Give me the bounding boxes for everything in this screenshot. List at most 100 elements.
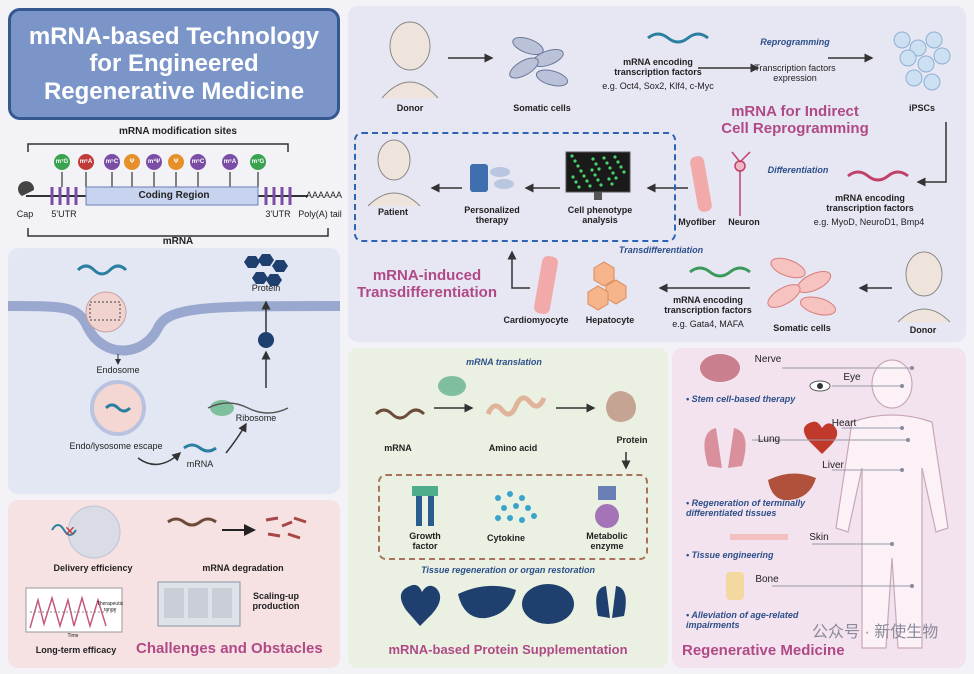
cell-dot (608, 166, 612, 170)
pills-icon (470, 164, 514, 192)
reprogramming-panel: Donor Somatic cells mRNA encoding transc… (348, 6, 966, 342)
tf-mrna-icon (647, 32, 709, 44)
title-line-2: for Engineered (89, 50, 259, 78)
brain-icon (700, 354, 740, 382)
liver-icon (768, 473, 816, 501)
watermark-text: 公众号 · 新使生物 (812, 624, 939, 641)
challenges-panel: ✕ Delivery efficiency mRNA degradation T… (8, 500, 340, 668)
endosome-label: Endosome (96, 365, 140, 375)
tissue-regeneration-label: Tissue regeneration or organ restoration (421, 565, 595, 575)
brain-icon (522, 584, 574, 624)
title-box: mRNA-based Technology for Engineered Reg… (8, 8, 340, 120)
tissue-engineering-bullet: Tissue engineering (686, 550, 836, 560)
cell-dot (602, 156, 606, 160)
reprogramming-label: Reprogramming (760, 37, 830, 47)
bone-icon (726, 572, 744, 600)
myofiber-icon (690, 156, 712, 212)
bone-label: Bone (755, 574, 779, 585)
time-axis-label: Time (67, 633, 79, 639)
polya-label: Poly(A) tail (298, 209, 342, 219)
protein-supplementation-diagram (374, 376, 636, 626)
protein-label: Protein (616, 435, 648, 445)
cap-label: Cap (16, 209, 34, 219)
differentiation-label: Differentiation (767, 165, 829, 175)
hepatocyte-label: Hepatocyte (585, 315, 635, 325)
cytokine-dot (519, 495, 525, 501)
mrna-label: mRNA (384, 443, 412, 453)
heart-icon (400, 584, 441, 626)
cytokine-dot (507, 491, 513, 497)
donor-icon (381, 21, 439, 99)
cell-dot (577, 185, 581, 189)
polya-sequence: AAAAAA (305, 190, 343, 200)
tf-encoding-label: mRNA encoding transcription factors (614, 57, 702, 77)
lung-label: Lung (757, 434, 781, 445)
skin-label: Skin (809, 532, 829, 543)
folded-protein-icon (258, 332, 274, 348)
tf-examples-label: e.g. Oct4, Sox2, Klf4, c-Myc (602, 81, 714, 91)
transdifferentiation-title: mRNA-induced Transdifferentiation (356, 267, 498, 301)
cell-dot (614, 176, 618, 180)
cell-dot (599, 183, 603, 187)
translation-label: mRNA translation (466, 357, 542, 367)
mod-site-pin: m⁵C (190, 154, 206, 170)
mrna-small-label: mRNA (186, 459, 214, 469)
regenerative-medicine-title: Regenerative Medicine (682, 642, 845, 659)
cytokine-dot (501, 505, 507, 511)
cell-dot (607, 177, 611, 181)
somatic-cells-bottom-icon (767, 257, 837, 316)
mod-site-pin: m⁶A (222, 154, 238, 170)
cell-dot (610, 182, 614, 186)
cell-dot (619, 165, 623, 169)
ribosome-label: Ribosome (235, 413, 277, 423)
myofiber-label: Myofiber (678, 217, 716, 227)
trans-examples-label: e.g. Gata4, MAFA (672, 319, 744, 329)
cytokine-dot (507, 515, 513, 521)
lungs-icon (596, 586, 626, 618)
cell-dot (582, 174, 586, 178)
amino-acid-chain-icon (485, 395, 547, 417)
cell-dot (591, 157, 595, 161)
long-term-efficacy-label: Long-term efficacy (35, 645, 117, 655)
donor-bottom-label: Donor (909, 325, 937, 335)
challenges-diagram: ✕ (25, 505, 307, 633)
folded-protein-icon (606, 391, 636, 422)
terminal-tissues-bullet: Regeneration of terminally differentiate… (686, 498, 856, 519)
cardiomyocyte-label: Cardiomyocyte (503, 315, 569, 325)
mrna-icon (374, 408, 426, 420)
mod-sites-heading: mRNA modification sites (119, 126, 237, 137)
cytokine-dot (531, 513, 537, 519)
regenerative-medicine-panel: Nerve Eye Stem cell-based therapy Lung H… (672, 348, 966, 668)
mod-site-pin: Ψ (124, 154, 140, 170)
hepatocyte-icon (587, 261, 627, 311)
cell-dot (573, 159, 577, 163)
trans-encoding-label: mRNA encoding transcription factors (664, 295, 752, 315)
skin-icon (730, 534, 788, 540)
delivery-efficiency-label: Delivery efficiency (53, 563, 133, 573)
protein-icon (244, 254, 288, 286)
protein-supplementation-panel: mRNA translation mRNA Amino acid Protein… (348, 348, 668, 668)
mod-site-pin: m⁷G (54, 154, 70, 170)
patient-therapy-box (354, 132, 676, 242)
cardiomyocyte-icon (534, 256, 558, 314)
growth-factor-label: Growth factor (409, 531, 441, 551)
blocked-icon: ✕ (64, 523, 76, 539)
coding-region-label: Coding Region (138, 190, 210, 201)
ipsc-icon (893, 31, 951, 91)
title-line-1: mRNA-based Technology (28, 22, 320, 50)
cell-dot (571, 175, 575, 179)
neuron-icon (731, 151, 751, 216)
mod-site-pin: m⁷G (250, 154, 266, 170)
delivery-diagram (8, 254, 340, 466)
cytokine-dot (519, 517, 525, 523)
diff-examples-label: e.g. MyoD, NeuroD1, Bmp4 (813, 217, 925, 227)
mrna-label: mRNA (162, 236, 194, 244)
age-related-bullet: Alleviation of age-related impairments (686, 610, 856, 631)
nerve-label: Nerve (754, 354, 782, 365)
patient-icon (367, 139, 421, 207)
reprogramming-diagram (367, 21, 951, 323)
patient-label: Patient (377, 207, 408, 217)
growth-factor-icon (412, 486, 438, 526)
escape-label: Endo/lysosome escape (69, 441, 163, 451)
cell-dot (605, 161, 609, 165)
